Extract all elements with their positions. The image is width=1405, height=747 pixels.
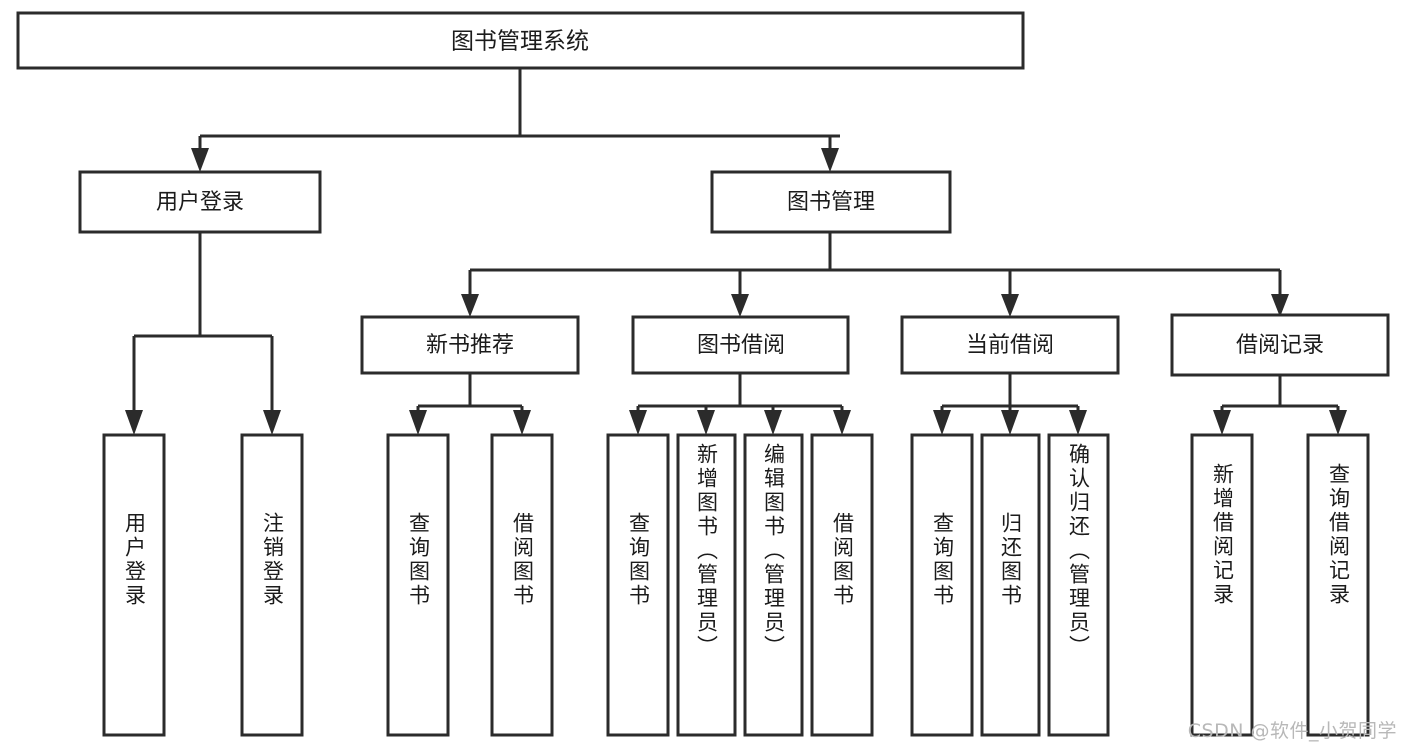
arrow-head-leaf-user-login-1: [125, 410, 143, 435]
arrow-head-new-book: [461, 294, 479, 317]
leaf-box-new-book-2[interactable]: [490, 433, 554, 737]
node-borrow-record-box[interactable]: [1170, 313, 1390, 377]
arrow-head-book-borrow: [731, 294, 749, 317]
arrow-head-leaf-current-borrow-2: [1001, 410, 1019, 435]
node-user-login-box[interactable]: [78, 170, 322, 234]
leaf-box-current-borrow-1[interactable]: [910, 433, 974, 737]
node-new-book-recommend-label: 新书推荐: [426, 333, 514, 358]
leaf-box-borrow-record-1[interactable]: [1190, 433, 1254, 737]
leaf-box-book-borrow-2[interactable]: [676, 433, 737, 737]
csdn-watermark: CSDN @软件_小贺同学: [1187, 720, 1397, 742]
leaf-box-user-login-1[interactable]: [102, 433, 166, 737]
arrow-head-user-login: [191, 148, 209, 172]
node-book-management-box[interactable]: [710, 170, 952, 234]
leaf-box-current-borrow-3[interactable]: [1047, 433, 1110, 737]
node-current-borrow-label: 当前借阅: [966, 333, 1054, 358]
arrow-head-leaf-current-borrow-1: [933, 410, 951, 435]
node-user-login-label: 用户登录: [156, 190, 244, 215]
arrow-head-borrow-record: [1271, 294, 1289, 317]
node-borrow-record-label: 借阅记录: [1236, 333, 1324, 358]
leaf-box-new-book-1[interactable]: [386, 433, 450, 737]
arrow-head-leaf-book-borrow-4: [833, 410, 851, 435]
arrow-head-leaf-borrow-record-1: [1213, 410, 1231, 435]
node-book-borrow-label: 图书借阅: [697, 333, 785, 358]
node-book-borrow-box[interactable]: [631, 315, 850, 375]
arrow-head-current-borrow: [1001, 294, 1019, 317]
node-root-box[interactable]: [16, 11, 1025, 70]
leaf-box-borrow-record-2[interactable]: [1306, 433, 1370, 737]
arrow-head-leaf-book-borrow-1: [629, 410, 647, 435]
arrow-head-leaf-current-borrow-3: [1069, 410, 1087, 435]
arrow-head-leaf-book-borrow-2: [697, 410, 715, 435]
arrow-head-leaf-new-book-1: [409, 410, 427, 435]
leaf-box-book-borrow-3[interactable]: [743, 433, 804, 737]
node-book-management-label: 图书管理: [787, 190, 875, 215]
node-layer: 图书管理系统 用户登录 图书管理 新书推荐 图书借阅 当前借阅 借阅记录: [16, 11, 1390, 737]
arrow-head-leaf-borrow-record-2: [1329, 410, 1347, 435]
arrow-head-leaf-book-borrow-3: [764, 410, 782, 435]
leaf-box-book-borrow-4[interactable]: [810, 433, 874, 737]
leaf-box-user-login-2[interactable]: [240, 433, 304, 737]
connector-layer: [125, 68, 1347, 435]
arrow-head-leaf-new-book-2: [513, 410, 531, 435]
leaf-box-current-borrow-2[interactable]: [980, 433, 1041, 737]
node-new-book-recommend-box[interactable]: [360, 315, 580, 375]
arrow-head-book-mgmt: [821, 148, 839, 172]
arrow-head-leaf-user-login-2: [263, 410, 281, 435]
node-current-borrow-box[interactable]: [900, 315, 1120, 375]
leaf-box-book-borrow-1[interactable]: [606, 433, 670, 737]
node-root-label: 图书管理系统: [451, 29, 589, 55]
